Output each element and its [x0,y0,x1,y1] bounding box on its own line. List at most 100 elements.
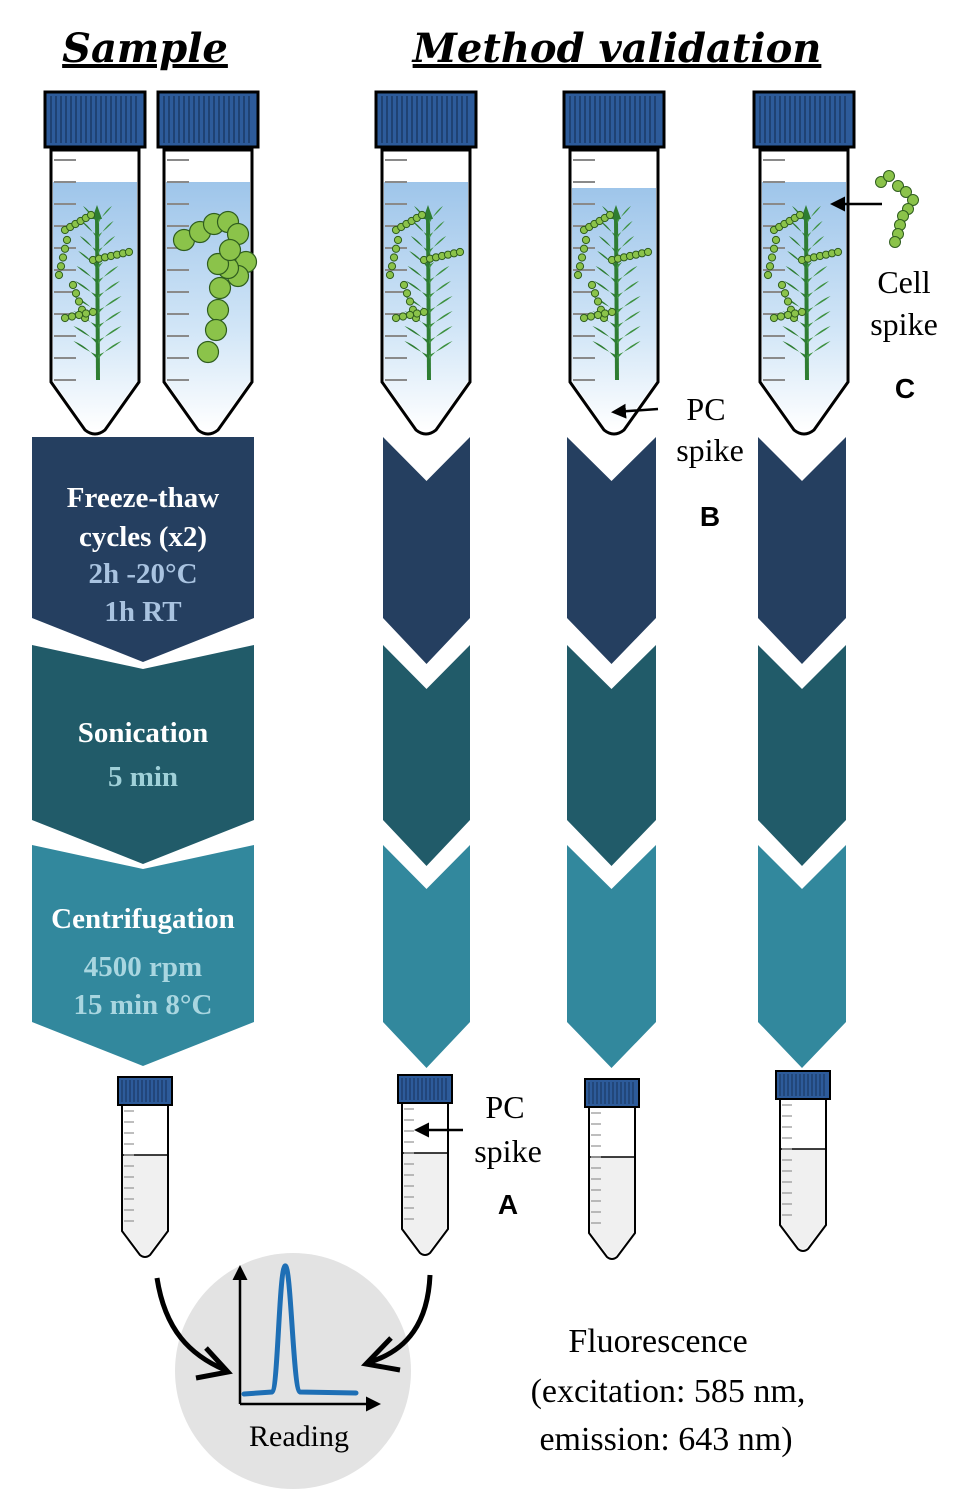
plant-leaf [429,206,443,224]
cell-spike-cell [892,180,904,192]
plant-leaf [594,281,616,299]
cyanobacteria-cell [398,312,408,321]
plant-leaf [617,296,641,314]
plant-leaf [429,281,451,299]
fluorescence-line2: (excitation: 585 nm, [531,1373,806,1410]
step-2-chevron-b [567,645,656,866]
plant-leaf [807,341,831,359]
curved-arrow-sample [154,1277,226,1373]
cyanobacteria-cell [88,307,98,317]
cyanobacteria-cell [124,247,134,257]
cyanobacteria-cell [385,270,395,280]
cell-spike-cell [889,236,901,248]
cyanobacteria-cell [777,280,787,290]
cyanobacteria-cell [783,310,793,320]
cyanobacteria-cell [579,244,589,253]
tube-validation-a [374,90,478,436]
small-tube-cap [584,1078,640,1108]
plant-leaf [617,206,631,224]
plant-leaf [807,296,831,314]
plant-leaf [807,221,823,239]
cyanobacteria-cell [577,253,587,262]
plant-leaf [404,296,428,314]
plant-leaf [404,326,428,344]
cyanobacteria-cell [790,309,800,318]
plant-leaf [75,281,97,299]
plant-leaf [98,296,122,314]
plant-stem [804,214,809,381]
plant-leaf [807,206,821,224]
cyanobacteria-cell [593,310,603,320]
cyanobacteria-cell [771,235,781,245]
plant-leaf [76,266,97,284]
step-1-detail: 1h RT [104,596,181,628]
tube-sample-cells [156,90,260,436]
step-2-detail: 5 min [108,761,178,793]
cyanobacteria-cell [71,289,81,298]
cyanobacteria-cell [607,307,617,317]
label-letter-c: C [895,373,915,404]
plant-leaf [73,296,97,314]
cyanobacteria-cell [402,289,412,298]
small-tube-liquid [123,1155,167,1255]
cell-spike-cell [875,176,887,188]
cell-spike-c-label-line1: Cell [877,264,930,300]
cell-spike-chain [875,170,919,248]
pc-spike-b-arrow [611,403,659,419]
cyanobacteria-cell [58,253,68,262]
curved-arrow-a-head [360,1336,401,1373]
plant-leaf [597,251,616,269]
tube-liquid [384,182,468,431]
cyanobacteria-cell [417,210,427,220]
cyanobacteria-cell [389,253,399,262]
cyanobacteria-cell [776,312,786,321]
top-tubes [43,90,919,436]
plant-leaf [429,236,447,254]
large-cell [208,276,232,300]
plant-leaf [73,341,97,359]
step-1-chevron-sample [32,437,254,662]
plant-stem [95,214,100,381]
plant-leaf [78,251,97,269]
moss-plant [573,205,653,381]
plant-leaf [807,311,831,329]
plant-leaf [98,206,112,224]
heading-method-validation: Method validation [411,25,822,72]
cyanobacteria-cell [833,247,843,257]
step-3-chevron-b [567,845,656,1068]
step-1-title: cycles (x2) [79,521,207,553]
cell-spike-c-label-line2: spike [870,306,938,342]
cyanobacteria-cell [593,297,603,306]
cyanobacteria-cell [419,307,429,317]
cyanobacteria-cell [62,235,72,245]
pc-spike-a-label-line2: spike [474,1133,542,1169]
small-tube-sample [117,1076,173,1258]
cyanobacteria-cell [68,280,78,290]
tube-liquid [762,182,846,431]
cyanobacteria-cell [391,244,401,253]
step-3-chevron-a [383,845,470,1068]
tube-sample-plant [43,90,147,436]
tube-cap [156,90,260,149]
plant-leaf [98,311,122,329]
large-cell [206,298,230,322]
cyanobacteria-cell [590,289,600,298]
pc-spike-b-label-line1: PC [686,391,725,427]
small-tube-c [775,1070,831,1252]
cyanobacteria-cell [67,312,77,321]
plant-leaf [429,341,453,359]
step-3-chevron-sample [32,845,254,1066]
plant-leaf [807,281,829,299]
plant-leaf [83,206,97,224]
fluorescence-line1: Fluorescence [568,1323,747,1360]
moss-plant [385,205,465,381]
plant-leaf [429,296,453,314]
plant-leaf [406,281,428,299]
step-1-chevron-c [758,437,846,664]
cyanobacteria-cell [74,310,84,320]
step-1-title: Freeze-thaw [67,482,219,514]
plant-stem [614,214,619,381]
cyanobacteria-cell [405,310,415,320]
cyanobacteria-cell [56,262,66,271]
cyanobacteria-cell [795,210,805,220]
